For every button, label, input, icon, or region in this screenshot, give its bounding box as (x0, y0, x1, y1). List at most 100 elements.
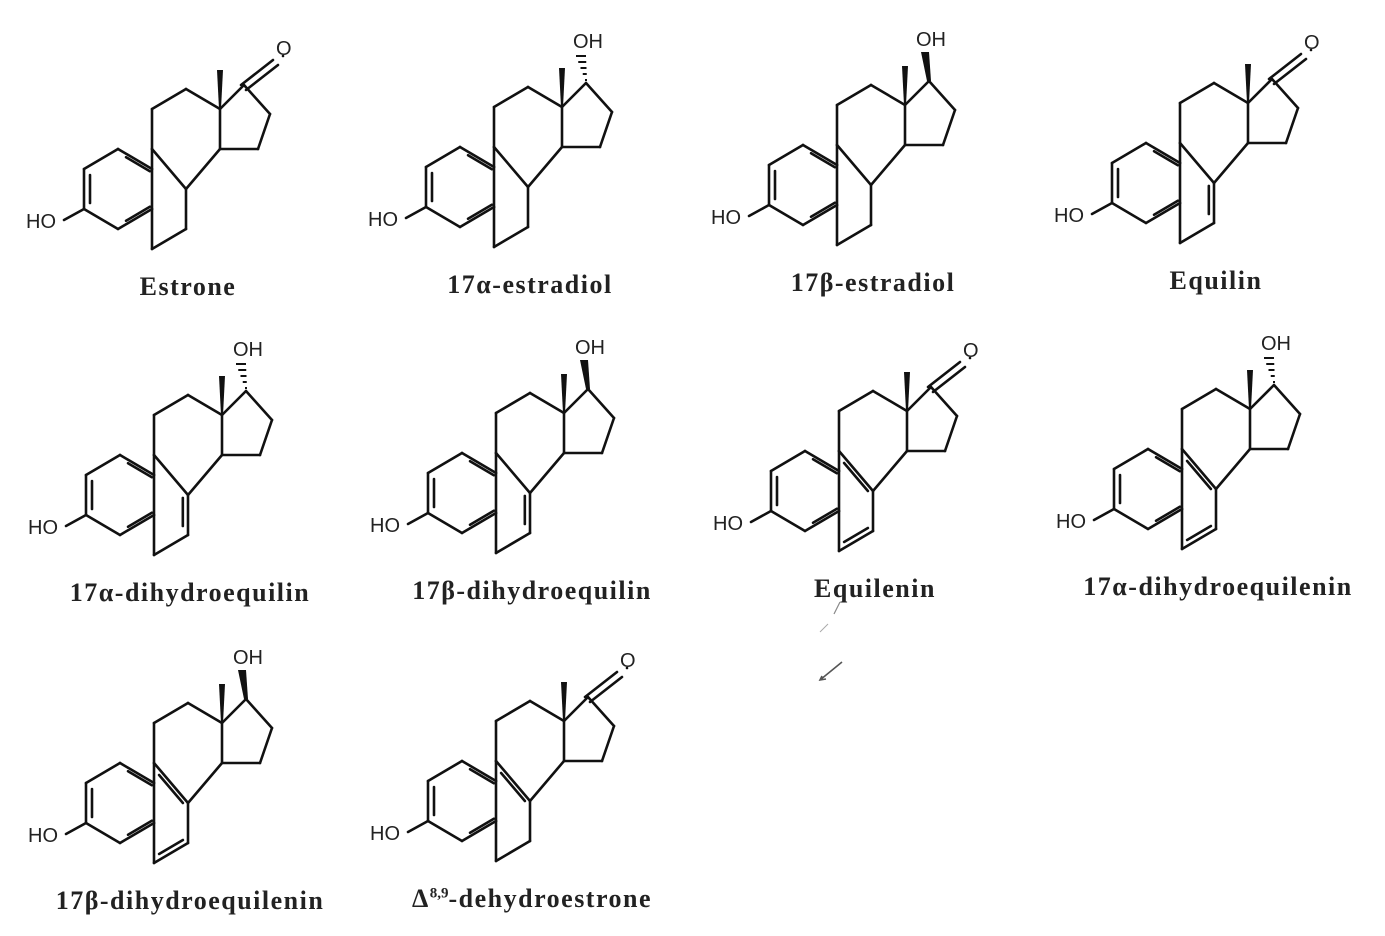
hydroxyl-bond (64, 513, 88, 528)
ring-d-bond (220, 389, 248, 417)
ring-d-bond (1286, 412, 1302, 451)
ring-a-bond (118, 761, 156, 785)
compound-name: 17α-dihydroequilenin (1083, 572, 1353, 601)
ring-a-bond (84, 453, 122, 477)
ring-a-double-bond (468, 509, 496, 527)
compound-name: Estrone (139, 272, 237, 301)
ring-a-bond (118, 821, 156, 845)
ring-b-bond (835, 143, 873, 187)
oh-beta-wedge (238, 670, 248, 699)
hydroxyl-bond (404, 205, 428, 220)
ring-a-double-bond (811, 457, 839, 475)
ring-a-double-bond (468, 459, 496, 477)
ring-a-double-bond (466, 203, 494, 221)
ring-b-double-bond (1185, 459, 1213, 491)
ring-a-bond (803, 509, 841, 533)
ring-a-bond (424, 205, 462, 229)
carbonyl-bond (926, 360, 962, 389)
hydroxyl-label: OH (1261, 333, 1291, 355)
ring-a-bond (84, 821, 122, 845)
compound-name: 17β-estradiol (790, 268, 956, 297)
ring-c-bond (186, 453, 224, 497)
ring-d-bond (1284, 106, 1300, 145)
hydroxyl-label: HO (26, 211, 56, 233)
ring-d-bond (560, 81, 588, 109)
structure-delta89-dehydroestrone: HOO (370, 650, 636, 863)
ring-b-double-bond (842, 526, 870, 544)
compound-name: 17β-dihydroequilenin (55, 886, 325, 915)
ring-a-bond (1112, 447, 1150, 471)
ring-c-bond (871, 389, 909, 413)
ring-c-bond (869, 143, 907, 187)
hydroxyl-label: OH (233, 339, 263, 361)
hydroxyl-label: OH (916, 29, 946, 51)
hydroxyl-bond (406, 511, 430, 526)
ring-a-bond (769, 449, 807, 473)
ring-a-bond (424, 145, 462, 169)
ring-b-bond (1180, 527, 1218, 551)
structure-estrone: HO O (26, 38, 292, 251)
delta8-double-bond (499, 771, 527, 803)
ring-d-bond (244, 389, 274, 422)
ring-a-bond (84, 761, 122, 785)
ring-c-bond (150, 87, 188, 111)
ring-c-bond (492, 85, 530, 109)
ring-a-bond (82, 207, 120, 231)
ring-b-bond (152, 841, 190, 865)
ring-b-bond (150, 147, 188, 191)
ring-d-bond (220, 697, 248, 725)
ring-a-bond (1146, 447, 1184, 471)
ring-c-bond (184, 87, 222, 111)
ring-a-double-bond (1154, 505, 1182, 523)
carbonyl-bond (588, 675, 624, 704)
compound-name: Equilin (1169, 266, 1263, 295)
ring-b-bond (494, 531, 532, 555)
ring-c-bond (528, 451, 566, 495)
ring-a-double-bond (124, 155, 152, 173)
ring-c-bond (186, 761, 224, 805)
ring-b-bond (837, 529, 875, 553)
ring-d-bond (258, 418, 274, 457)
ring-a-double-bond (466, 153, 494, 171)
ring-d-bond (584, 81, 614, 114)
ring-a-double-bond (126, 819, 154, 837)
carbonyl-bond (1272, 57, 1308, 86)
ring-c-bond (1212, 141, 1250, 185)
ring-c-bond (1178, 81, 1216, 105)
oxo-label: O (276, 38, 292, 60)
ring-a-bond (801, 143, 839, 167)
hydroxyl-label: HO (1056, 511, 1086, 533)
ring-b-double-bond (157, 773, 185, 805)
structure-17a-dihydroequilenin: HO OH (1056, 333, 1302, 551)
ring-d-bond (600, 724, 616, 763)
ring-c-bond (526, 85, 564, 109)
ring-d-bond (562, 387, 590, 415)
ring-b-double-bond (1185, 524, 1213, 542)
carbonyl-bond (239, 58, 275, 87)
ring-a-double-bond (124, 205, 152, 223)
ring-a-double-bond (1154, 455, 1182, 473)
ring-c-bond (871, 449, 909, 493)
ring-b-bond (837, 449, 875, 493)
methyl-wedge (219, 376, 225, 415)
oxo-label: O (963, 340, 979, 362)
ring-a-double-bond (468, 767, 496, 785)
methyl-wedge (561, 374, 567, 413)
ring-a-bond (1146, 507, 1184, 531)
ring-d-bond (905, 385, 933, 413)
ring-b-bond (494, 451, 532, 495)
ring-d-bond (562, 695, 590, 723)
hydroxyl-bond (64, 821, 88, 836)
ring-b-bond (492, 145, 530, 189)
ring-a-bond (1144, 201, 1182, 225)
oxo-label: O (1304, 32, 1320, 54)
compound-name: 17α-dihydroequilin (69, 578, 311, 607)
hydroxyl-label: OH (233, 647, 263, 669)
ring-a-bond (1144, 141, 1182, 165)
hydroxyl-label: HO (711, 207, 741, 229)
